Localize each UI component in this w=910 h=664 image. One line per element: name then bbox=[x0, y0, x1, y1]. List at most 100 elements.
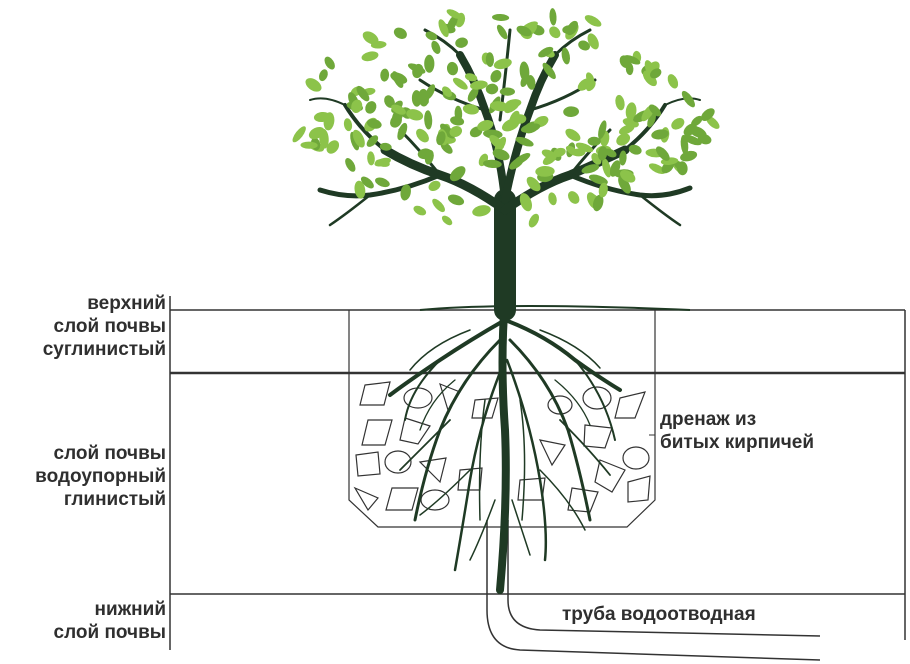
leaf bbox=[625, 102, 637, 121]
leaf bbox=[391, 104, 406, 115]
leaf bbox=[343, 118, 353, 132]
leaf bbox=[416, 128, 429, 143]
leaf bbox=[446, 9, 462, 19]
leaf bbox=[380, 68, 390, 82]
top-layer-line-2: слой почвы bbox=[53, 316, 167, 337]
leaf bbox=[535, 165, 555, 177]
leaf bbox=[585, 72, 595, 85]
clay-layer-label: слой почвы водоупорный глинистый bbox=[0, 442, 166, 511]
leaf bbox=[318, 69, 328, 82]
leaf bbox=[472, 205, 491, 217]
leaf bbox=[602, 158, 612, 178]
leaf bbox=[367, 151, 375, 166]
leaf bbox=[650, 68, 662, 79]
leaf bbox=[562, 25, 577, 35]
leaf bbox=[424, 110, 433, 130]
leaf bbox=[648, 104, 662, 117]
leaf bbox=[366, 135, 379, 147]
leaf bbox=[485, 52, 495, 67]
leaf bbox=[528, 213, 540, 228]
leaf bbox=[520, 123, 541, 133]
top-layer-line-3: суглинистый bbox=[42, 339, 166, 360]
tree-canopy bbox=[292, 8, 720, 228]
top-layer-line-1: верхний bbox=[87, 293, 166, 314]
leaf bbox=[360, 176, 374, 189]
leaf bbox=[588, 174, 608, 185]
leaf bbox=[619, 55, 631, 69]
leaf bbox=[313, 111, 331, 123]
leaf bbox=[538, 46, 554, 58]
leaf bbox=[651, 129, 669, 140]
leaf bbox=[406, 109, 424, 121]
leaf bbox=[438, 19, 449, 38]
leaf bbox=[604, 148, 617, 158]
leaf bbox=[499, 87, 515, 96]
leaf bbox=[424, 149, 434, 165]
leaf bbox=[655, 146, 670, 161]
leaf bbox=[300, 141, 318, 149]
leaf bbox=[647, 112, 656, 128]
leaf bbox=[390, 114, 402, 128]
leaf bbox=[326, 140, 340, 154]
leaf bbox=[561, 47, 571, 65]
leaf bbox=[489, 135, 504, 150]
leaf bbox=[467, 87, 479, 102]
leaf bbox=[425, 84, 436, 100]
leaf bbox=[366, 118, 382, 129]
leaf bbox=[575, 142, 594, 153]
leaf bbox=[619, 150, 627, 166]
leaf bbox=[400, 184, 411, 201]
drainage-label: дренаж из битых кирпичей bbox=[660, 408, 900, 454]
leaf bbox=[598, 120, 607, 140]
leaf bbox=[493, 58, 512, 70]
clay-layer-line-1: слой почвы bbox=[53, 443, 167, 464]
drain-pipe bbox=[486, 520, 821, 661]
leaf bbox=[483, 129, 503, 139]
leaf bbox=[516, 25, 532, 37]
leaf bbox=[424, 54, 435, 73]
leaf bbox=[492, 148, 510, 161]
leaf bbox=[324, 56, 335, 70]
leaf bbox=[597, 146, 608, 161]
leaf bbox=[449, 126, 463, 137]
leaf bbox=[688, 125, 707, 139]
leaf bbox=[464, 73, 478, 82]
leaf bbox=[541, 149, 556, 159]
pipe-label-text: труба водоотводная bbox=[562, 604, 756, 625]
leaf bbox=[549, 26, 561, 39]
leaf bbox=[449, 166, 466, 182]
leaf bbox=[587, 136, 601, 146]
tree-roots bbox=[388, 296, 622, 594]
leaf bbox=[397, 122, 408, 141]
leaf bbox=[447, 194, 465, 206]
leaf bbox=[492, 13, 510, 22]
leaf bbox=[413, 205, 427, 216]
leaf bbox=[489, 101, 509, 112]
leaf bbox=[578, 40, 590, 51]
leaf bbox=[618, 124, 635, 135]
leaf bbox=[512, 152, 531, 166]
leaf bbox=[470, 80, 488, 90]
leaf bbox=[305, 78, 322, 92]
leaf bbox=[485, 83, 499, 95]
leaf bbox=[425, 31, 438, 41]
leaf bbox=[442, 86, 452, 97]
leaf bbox=[490, 70, 502, 83]
leaf bbox=[428, 180, 441, 192]
leaf bbox=[584, 15, 602, 27]
leaf bbox=[446, 61, 459, 76]
soil-layer-lines bbox=[169, 296, 906, 650]
leaf bbox=[361, 51, 379, 62]
leaf bbox=[352, 129, 365, 148]
leaf bbox=[356, 85, 370, 102]
leaf bbox=[526, 176, 541, 192]
pipe-label: труба водоотводная bbox=[562, 603, 862, 626]
leaf bbox=[462, 104, 479, 115]
leaf bbox=[581, 164, 600, 174]
brick-drainage bbox=[353, 381, 651, 513]
leaf bbox=[509, 110, 520, 125]
leaf bbox=[598, 182, 608, 198]
leaf bbox=[504, 100, 520, 114]
bottom-layer-line-1: нижний bbox=[94, 599, 166, 620]
leaf bbox=[483, 159, 502, 169]
